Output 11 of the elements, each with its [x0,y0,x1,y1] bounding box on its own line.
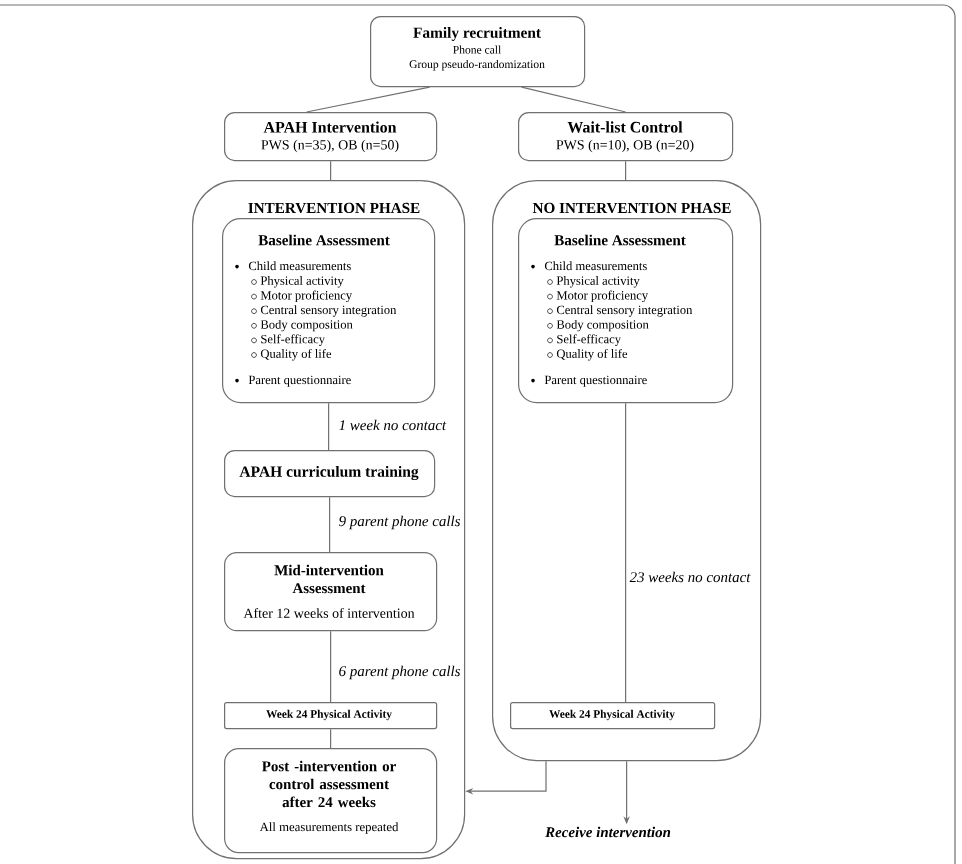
assessment-box [518,218,734,404]
phase-panel [492,180,762,762]
phase-panel [192,180,466,860]
connector-line [330,728,332,749]
connector-line [330,160,332,181]
connector-line [625,160,627,181]
connector-line [328,402,330,451]
connector-line [625,402,627,703]
assessment-box [222,218,436,404]
connector-line [330,630,332,703]
connector-line [329,496,331,553]
